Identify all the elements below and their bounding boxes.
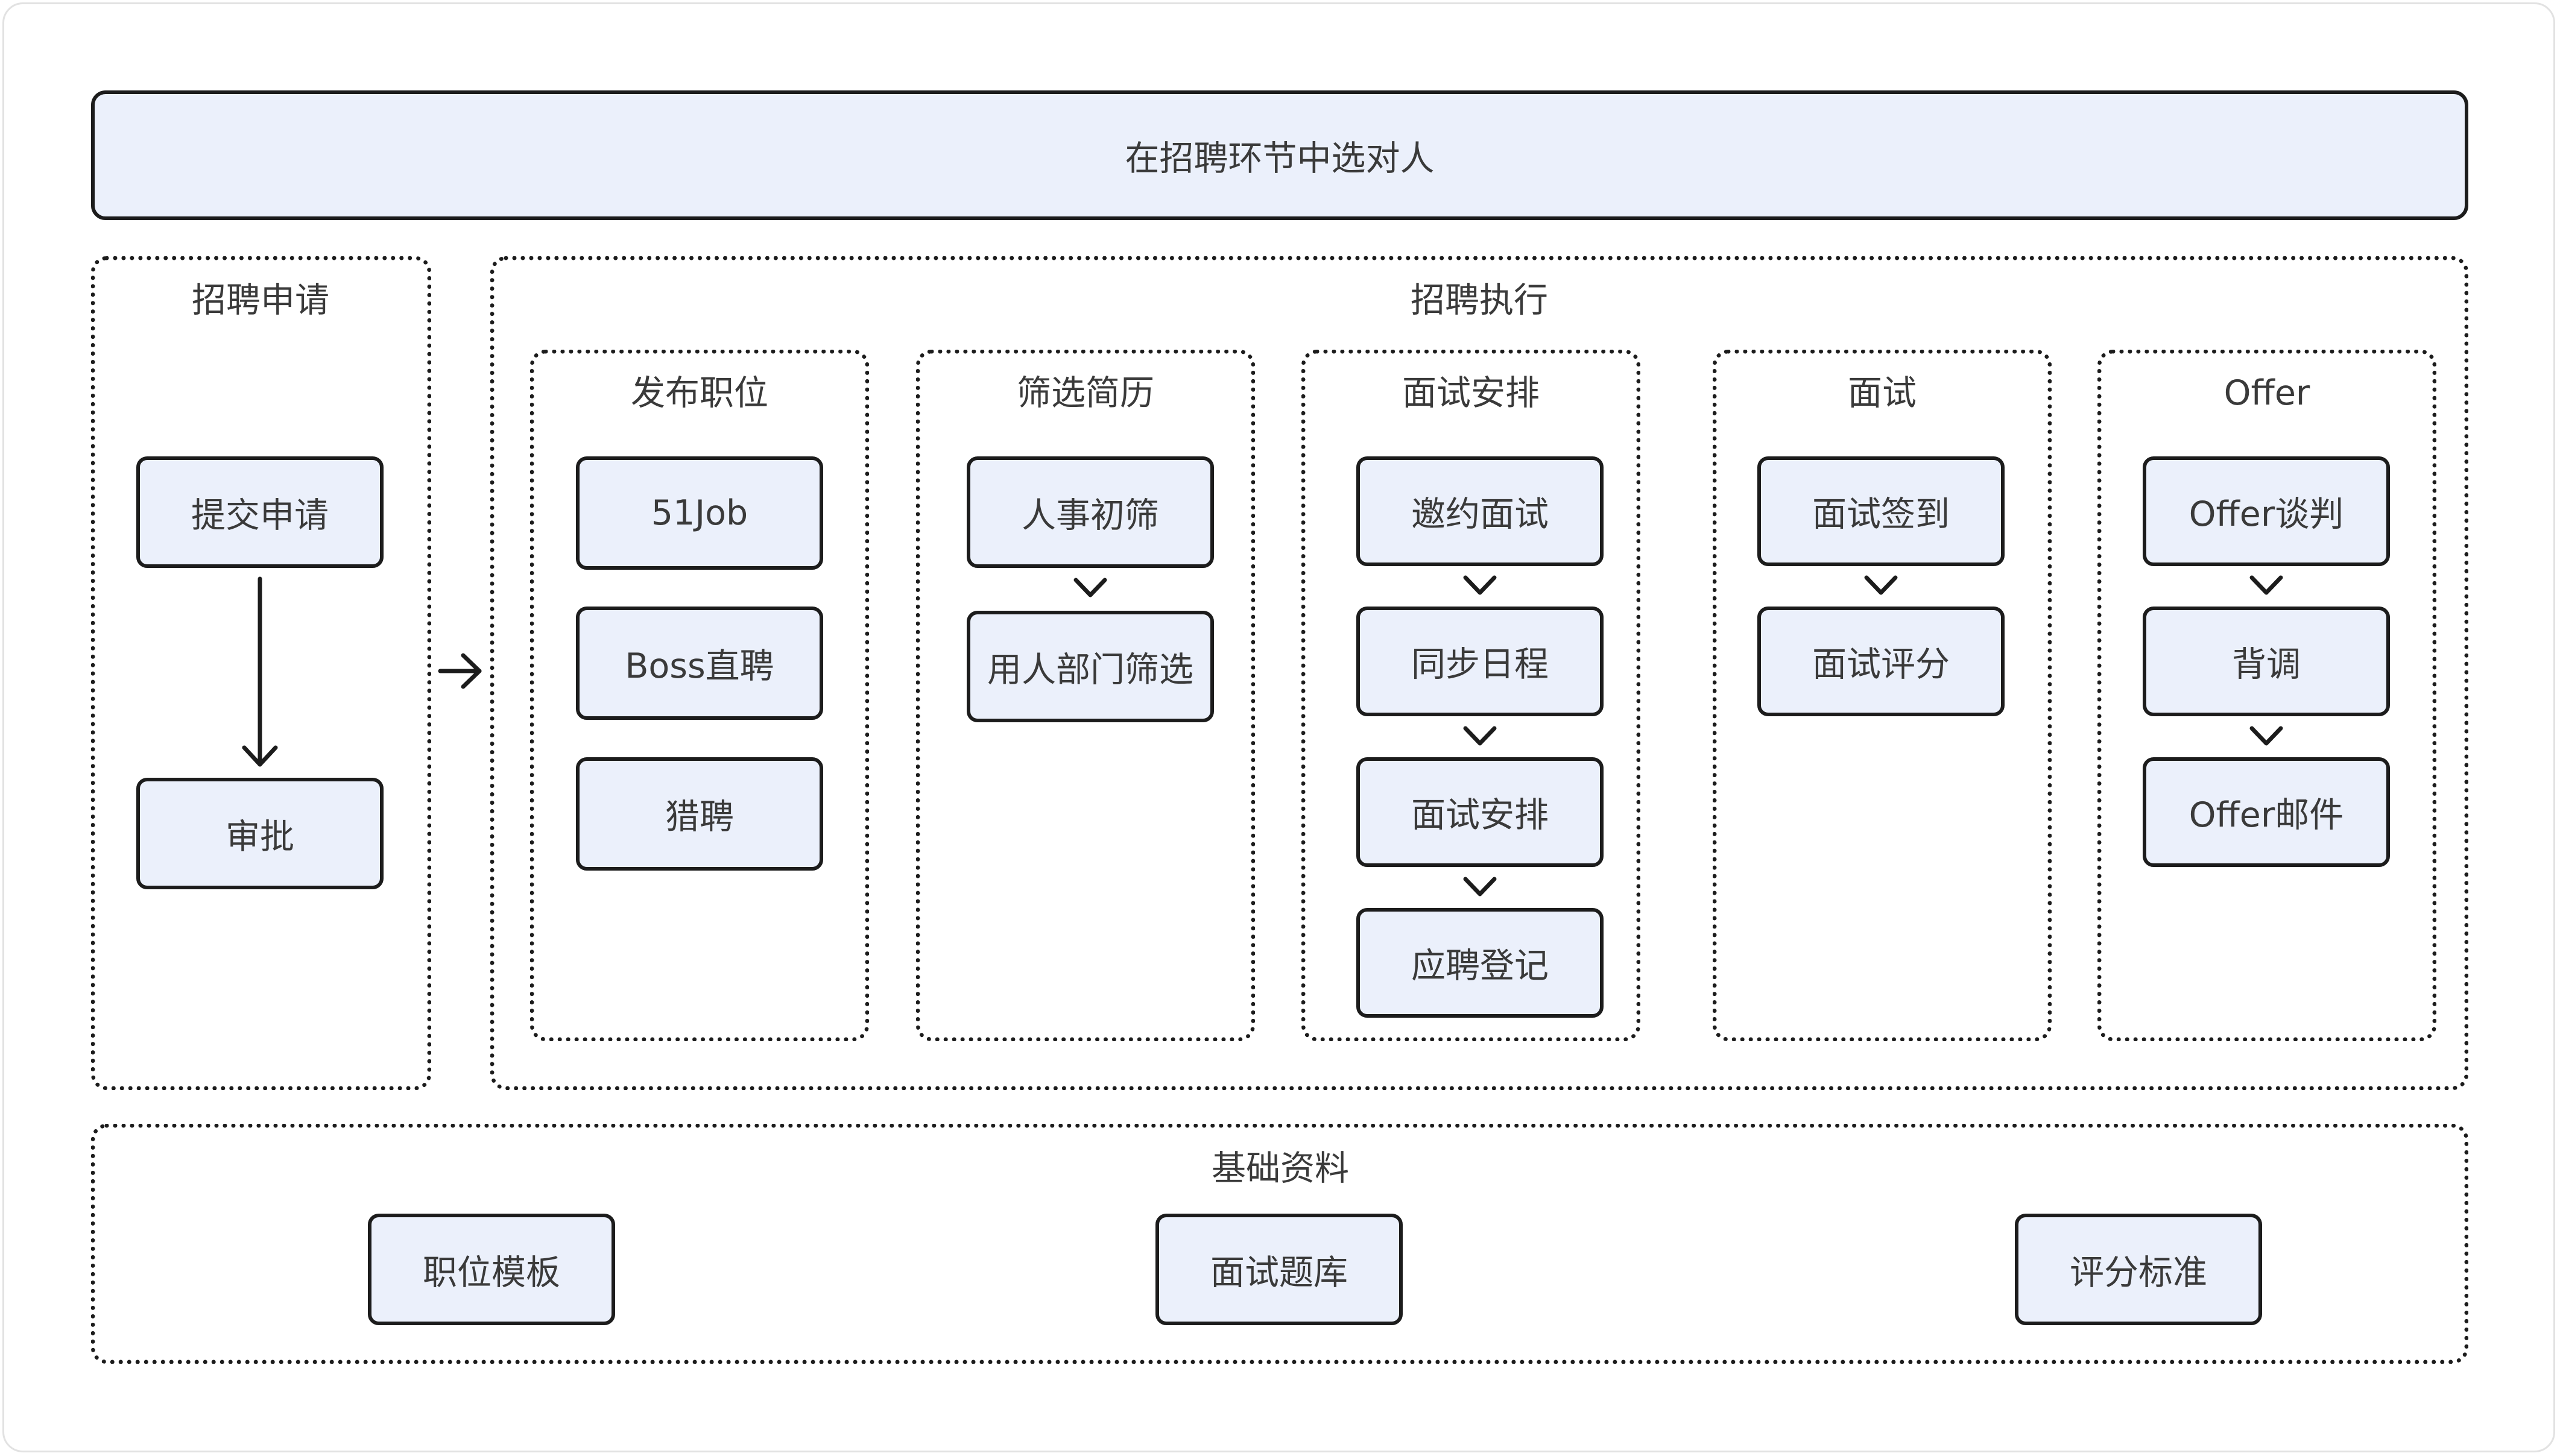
node-label: 提交申请	[191, 495, 329, 535]
stage-title: 发布职位	[631, 373, 768, 413]
arrow-arrange-to-register	[1463, 877, 1497, 897]
stage-title: 面试	[1848, 373, 1917, 413]
invite-interview-node: 邀约面试	[1356, 456, 1604, 566]
interview-checkin-node: 面试签到	[1757, 456, 2005, 566]
execution-group	[490, 256, 2468, 1090]
interview-arrangement-node: 面试安排	[1356, 757, 1604, 867]
submit-application-node: 提交申请	[136, 456, 384, 568]
interview-scoring-node: 面试评分	[1757, 607, 2005, 716]
question-bank-node: 面试题库	[1155, 1214, 1403, 1325]
node-label: 面试签到	[1812, 494, 1950, 534]
node-label: 背调	[2232, 644, 2301, 684]
node-label: 应聘登记	[1411, 946, 1549, 986]
node-label: 用人部门筛选	[987, 649, 1193, 690]
node-label: 审批	[226, 816, 294, 857]
node-label: 51Job	[651, 493, 748, 533]
arrow-sync-to-arrange	[1463, 726, 1497, 746]
stage-offer	[2097, 350, 2436, 1041]
stage-title: 筛选简历	[1017, 373, 1154, 413]
node-label: 面试题库	[1210, 1252, 1348, 1293]
stage-title: Offer	[2223, 373, 2310, 413]
node-label: Boss直聘	[625, 646, 774, 686]
applicant-registration-node: 应聘登记	[1356, 908, 1604, 1018]
node-label: 同步日程	[1411, 644, 1549, 684]
node-label: 人事初筛	[1022, 495, 1159, 535]
stage-interview	[1713, 350, 2052, 1041]
hr-screening-node: 人事初筛	[967, 456, 1214, 568]
node-label: 猎聘	[665, 797, 734, 837]
scoring-standard-node: 评分标准	[2015, 1214, 2262, 1325]
stage-title: 面试安排	[1402, 373, 1540, 413]
application-title: 招聘申请	[192, 280, 329, 320]
node-label: 评分标准	[2070, 1252, 2207, 1293]
job-template-node: 职位模板	[368, 1214, 615, 1325]
arrow-check-to-email	[2249, 726, 2283, 746]
arrow-hr-to-dept	[1073, 578, 1107, 597]
node-label: Offer邮件	[2189, 795, 2344, 835]
arrow-checkin-to-scoring	[1864, 575, 1898, 595]
stage-interview-arrangement	[1301, 350, 1640, 1041]
approval-node: 审批	[136, 778, 384, 889]
offer-negotiation-node: Offer谈判	[2143, 456, 2390, 566]
basics-title: 基础资料	[1212, 1149, 1349, 1188]
arrow-invite-to-sync	[1463, 575, 1497, 595]
application-group	[91, 256, 431, 1090]
basics-group	[91, 1124, 2468, 1364]
stage-post-job	[530, 350, 869, 1041]
channel-51job-node: 51Job	[576, 456, 823, 570]
offer-email-node: Offer邮件	[2143, 757, 2390, 867]
arrow-submit-to-approval	[242, 576, 278, 767]
node-label: 面试评分	[1812, 644, 1950, 684]
sync-schedule-node: 同步日程	[1356, 607, 1604, 716]
channel-liepin-node: 猎聘	[576, 757, 823, 871]
channel-boss-node: Boss直聘	[576, 607, 823, 720]
stage-screen-resume	[916, 350, 1255, 1041]
banner-title: 在招聘环节中选对人	[1125, 138, 1435, 178]
node-label: 面试安排	[1411, 795, 1549, 835]
background-check-node: 背调	[2143, 607, 2390, 716]
node-label: 邀约面试	[1411, 494, 1549, 534]
node-label: Offer谈判	[2189, 494, 2344, 534]
node-label: 职位模板	[423, 1252, 560, 1293]
arrow-application-to-execution	[438, 653, 482, 689]
banner: 在招聘环节中选对人	[91, 90, 2468, 220]
execution-title: 招聘执行	[1411, 280, 1548, 320]
dept-screening-node: 用人部门筛选	[967, 611, 1214, 722]
arrow-negotiation-to-check	[2249, 575, 2283, 595]
